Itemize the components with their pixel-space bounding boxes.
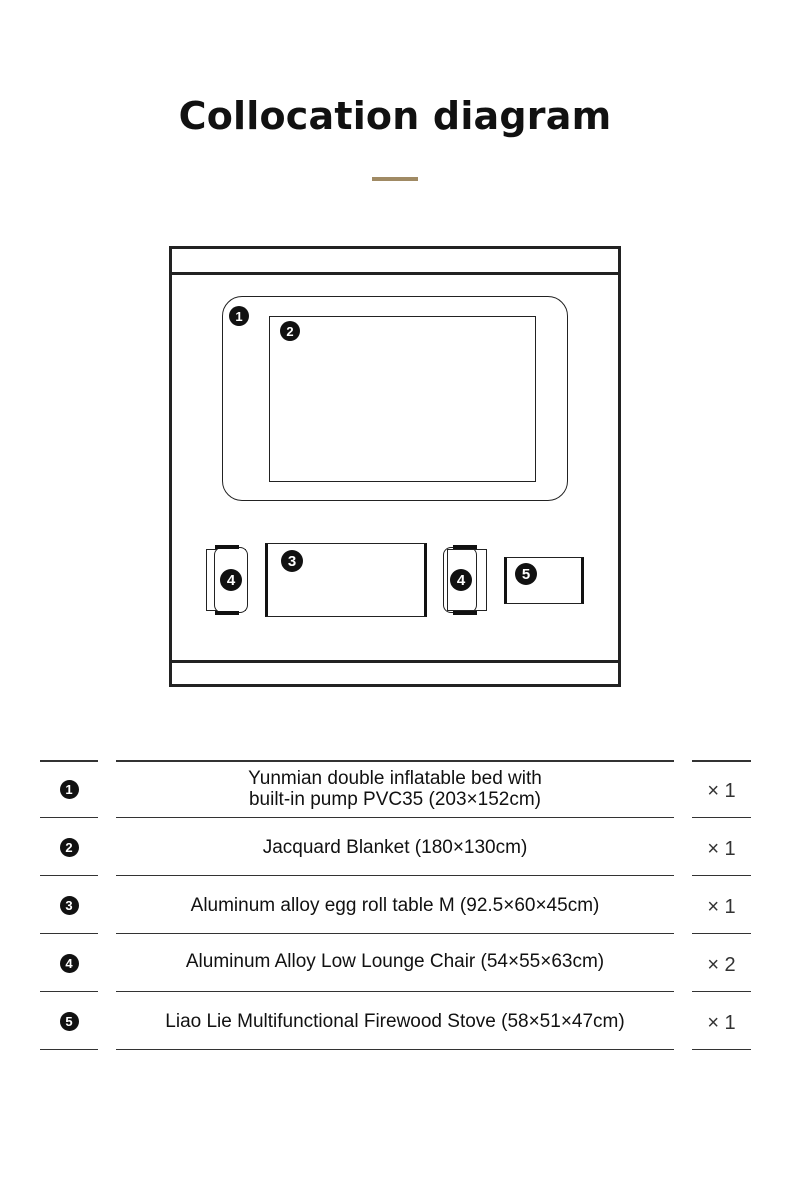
chair-bar-bottom [453,611,477,615]
chair-bar-top [453,545,477,549]
divider [116,990,674,992]
egg-roll-table-shape [265,543,427,617]
list-item: 4 Aluminum Alloy Low Lounge Chair (54×55… [0,934,790,992]
item-number: 1 [59,779,79,799]
chair-bar-bottom [215,611,239,615]
divider [692,760,751,762]
marker-chair-right: 4 [450,569,472,591]
divider [40,1048,98,1050]
item-name: Liao Lie Multifunctional Firewood Stove … [165,1010,625,1032]
divider [116,1048,674,1050]
item-list: 1 Yunmian double inflatable bed with bui… [0,760,790,1050]
list-item: 2 Jacquard Blanket (180×130cm) × 1 [0,818,790,876]
title-underline [372,177,418,181]
marker-chair-left: 4 [220,569,242,591]
divider [692,816,751,818]
item-number-cell: 1 [40,760,98,818]
item-number-cell: 4 [40,934,98,992]
list-item: 3 Aluminum alloy egg roll table M (92.5×… [0,876,790,934]
chair-frame [447,549,487,611]
marker-blanket: 2 [280,321,300,341]
marker-stove: 5 [515,563,537,585]
divider [692,932,751,934]
list-item: 5 Liao Lie Multifunctional Firewood Stov… [0,992,790,1050]
divider [692,990,751,992]
firewood-stove-shape [504,557,584,604]
item-quantity: × 1 [707,895,736,918]
layout-frame [169,246,621,687]
divider [116,874,674,876]
page-title: Collocation diagram [178,94,612,138]
item-name: Jacquard Blanket (180×130cm) [262,836,528,858]
item-quantity: × 1 [707,1011,736,1034]
divider [692,874,751,876]
divider [692,1048,751,1050]
item-number-cell: 2 [40,818,98,876]
item-quantity: × 1 [707,837,736,860]
divider [40,932,98,934]
item-name: Yunmian double inflatable bed with built… [248,768,542,810]
item-number: 4 [59,953,79,973]
divider [40,990,98,992]
item-number: 3 [59,895,79,915]
item-number-cell: 3 [40,876,98,934]
item-quantity: × 2 [707,953,736,976]
list-item: 1 Yunmian double inflatable bed with bui… [0,760,790,818]
item-number-cell: 5 [40,992,98,1050]
divider [40,760,98,762]
divider [116,816,674,818]
item-name: Aluminum Alloy Low Lounge Chair (54×55×6… [185,950,605,972]
item-number: 5 [59,1011,79,1031]
divider [40,874,98,876]
divider [116,932,674,934]
inflatable-bed-shape [222,296,568,501]
divider [116,760,674,762]
item-name: Aluminum alloy egg roll table M (92.5×60… [190,894,600,916]
item-quantity: × 1 [707,779,736,802]
blanket-shape [269,316,536,482]
frame-top-band [172,249,618,275]
marker-bed: 1 [229,306,249,326]
chair-bar-top [215,545,239,549]
divider [40,816,98,818]
item-number: 2 [59,837,79,857]
marker-table: 3 [281,550,303,572]
frame-bottom-band [172,660,618,684]
